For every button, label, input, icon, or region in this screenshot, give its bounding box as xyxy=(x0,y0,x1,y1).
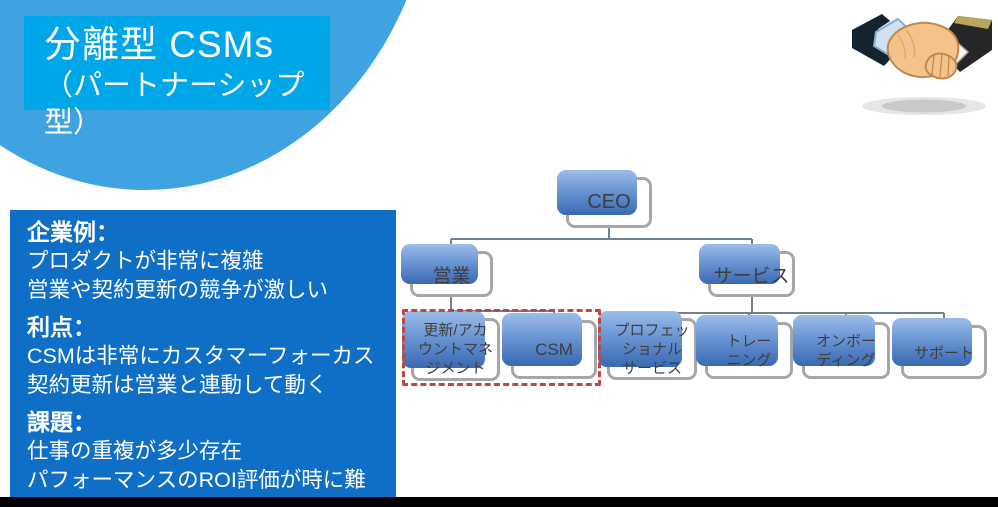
org-node-ceo: CEO xyxy=(557,170,652,228)
org-node-label: プロフェッ ショナル サービス xyxy=(614,321,690,377)
org-node-onboarding: オンボー ディング xyxy=(793,315,890,379)
info-heading-issue: 課題： xyxy=(27,409,96,435)
org-node-label: トレー ニング xyxy=(726,332,772,369)
org-node-service: サービス xyxy=(699,244,795,297)
org-node-training: トレー ニング xyxy=(696,315,793,379)
slide-title-line2: （パートナーシップ型） xyxy=(44,70,305,139)
csm-highlight-dashed-box xyxy=(402,309,601,386)
handshake-icon xyxy=(852,14,992,115)
info-line: 営業や契約更新の競争が激しい xyxy=(27,278,329,302)
info-heading-company: 企業例： xyxy=(27,219,119,245)
info-line: 契約更新は営業と連動して動く xyxy=(27,373,328,397)
org-node-label: サポート xyxy=(913,344,974,362)
slide-title-line1: 分離型 CSMs xyxy=(44,24,274,65)
org-node-label: CEO xyxy=(587,191,631,213)
info-line: プロダクトが非常に複雑 xyxy=(27,249,264,273)
org-node-professional-services: プロフェッ ショナル サービス xyxy=(598,311,697,380)
info-line: CSMは非常にカスタマーフォーカス xyxy=(27,344,375,368)
info-line: 仕事の重複が多少存在 xyxy=(27,439,243,463)
org-node-label: サービス xyxy=(713,265,790,287)
info-heading-benefit: 利点： xyxy=(27,314,96,340)
org-node-label: 営業 xyxy=(432,265,471,287)
org-node-label: CSM xyxy=(535,339,573,359)
org-node-label: 更新/アカ ウントマネ ジメント xyxy=(417,322,493,377)
org-node-label: オンボー ディング xyxy=(815,332,876,369)
slide-title-box: 分離型 CSMs （パートナーシップ型） xyxy=(24,16,330,139)
org-node-renewal-account-management: 更新/アカ ウントマネ ジメント xyxy=(402,311,500,381)
info-panel: 企業例： プロダクトが非常に複雑 営業や契約更新の競争が激しい 利点： CSMは… xyxy=(10,210,396,507)
bottom-bar xyxy=(0,497,998,507)
org-node-csm: CSM xyxy=(502,313,597,379)
org-node-support: サポート xyxy=(892,318,987,379)
org-node-sales: 営業 xyxy=(401,244,493,297)
